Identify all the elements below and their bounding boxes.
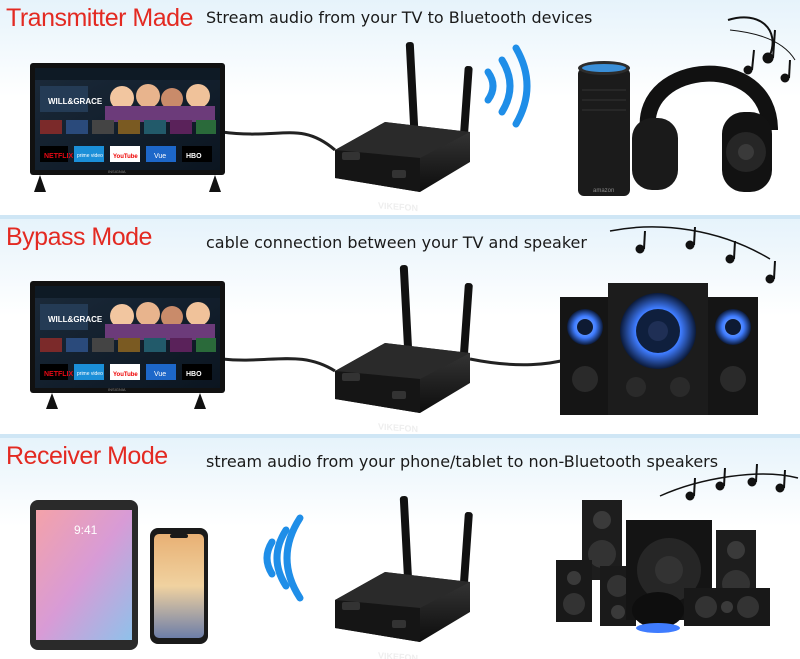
transmitter-mode-description: Stream audio from your TV to Bluetooth d… (206, 8, 593, 27)
tv-app-netflix: NETFLIX (44, 153, 73, 160)
bypass-mode-panel: Bypass Mode cable connection between you… (0, 219, 800, 434)
bypass-mode-description: cable connection between your TV and spe… (206, 233, 587, 252)
tv-app-hbo: HBO (186, 153, 202, 160)
phone-icon (150, 528, 208, 644)
receiver-mode-title: Receiver Mode (6, 442, 168, 470)
tv-icon: WILL&GRACE NETFLIX prime video YouTube V… (30, 63, 225, 192)
bluetooth-waves-icon (263, 514, 304, 602)
tv-app-youtube: YouTube (113, 372, 138, 378)
bypass-mode-title: Bypass Mode (6, 223, 152, 251)
tv-app-prime: prime video (77, 153, 103, 159)
tv-show-title: WILL&GRACE (48, 315, 103, 324)
device-brand: VIKEFON (378, 421, 418, 434)
tv-app-vue: Vue (154, 371, 166, 378)
tv-show-title: WILL&GRACE (48, 97, 103, 106)
bluetooth-waves-icon (484, 44, 531, 128)
transmitter-mode-panel: Transmitter Made Stream audio from your … (0, 0, 800, 215)
receiver-illustration: 9:41 VIKEFON (30, 463, 799, 659)
bypass-illustration: WILL&GRACE NETFLIX prime video YouTube V… (30, 226, 776, 434)
transmitter-mode-title: Transmitter Made (6, 4, 193, 32)
transmitter-illustration: WILL&GRACE NETFLIX prime video YouTube V… (30, 16, 796, 213)
device-brand: VIKEFON (378, 650, 418, 659)
tv-app-prime: prime video (77, 371, 103, 377)
vikefon-device-icon: VIKEFON (335, 265, 473, 434)
tablet-icon: 9:41 (30, 500, 138, 650)
separator (0, 434, 800, 438)
amazon-label: amazon (593, 188, 614, 194)
tv-app-youtube: YouTube (113, 154, 138, 160)
headphones-icon (632, 65, 778, 192)
vikefon-device-icon: VIKEFON (335, 42, 473, 213)
speaker-system-icon (560, 283, 758, 415)
music-notes-icon (609, 226, 776, 284)
tv-maker: INSIGNIA (108, 387, 126, 392)
music-notes-icon (659, 463, 799, 501)
vikefon-device-icon: VIKEFON (335, 496, 473, 659)
hifi-speakers-icon (556, 500, 770, 633)
tv-app-netflix: NETFLIX (44, 371, 73, 378)
tv-icon: WILL&GRACE NETFLIX prime video YouTube V… (30, 281, 225, 409)
separator (0, 215, 800, 219)
tv-maker: INSIGNIA (108, 169, 126, 174)
tablet-time: 9:41 (74, 523, 98, 537)
receiver-mode-description: stream audio from your phone/tablet to n… (206, 452, 719, 471)
tv-app-vue: Vue (154, 153, 166, 160)
smart-speaker-icon: amazon (578, 61, 630, 196)
music-notes-icon (727, 16, 796, 83)
device-brand: VIKEFON (378, 200, 418, 213)
receiver-mode-panel: Receiver Mode stream audio from your pho… (0, 438, 800, 659)
tv-app-hbo: HBO (186, 371, 202, 378)
